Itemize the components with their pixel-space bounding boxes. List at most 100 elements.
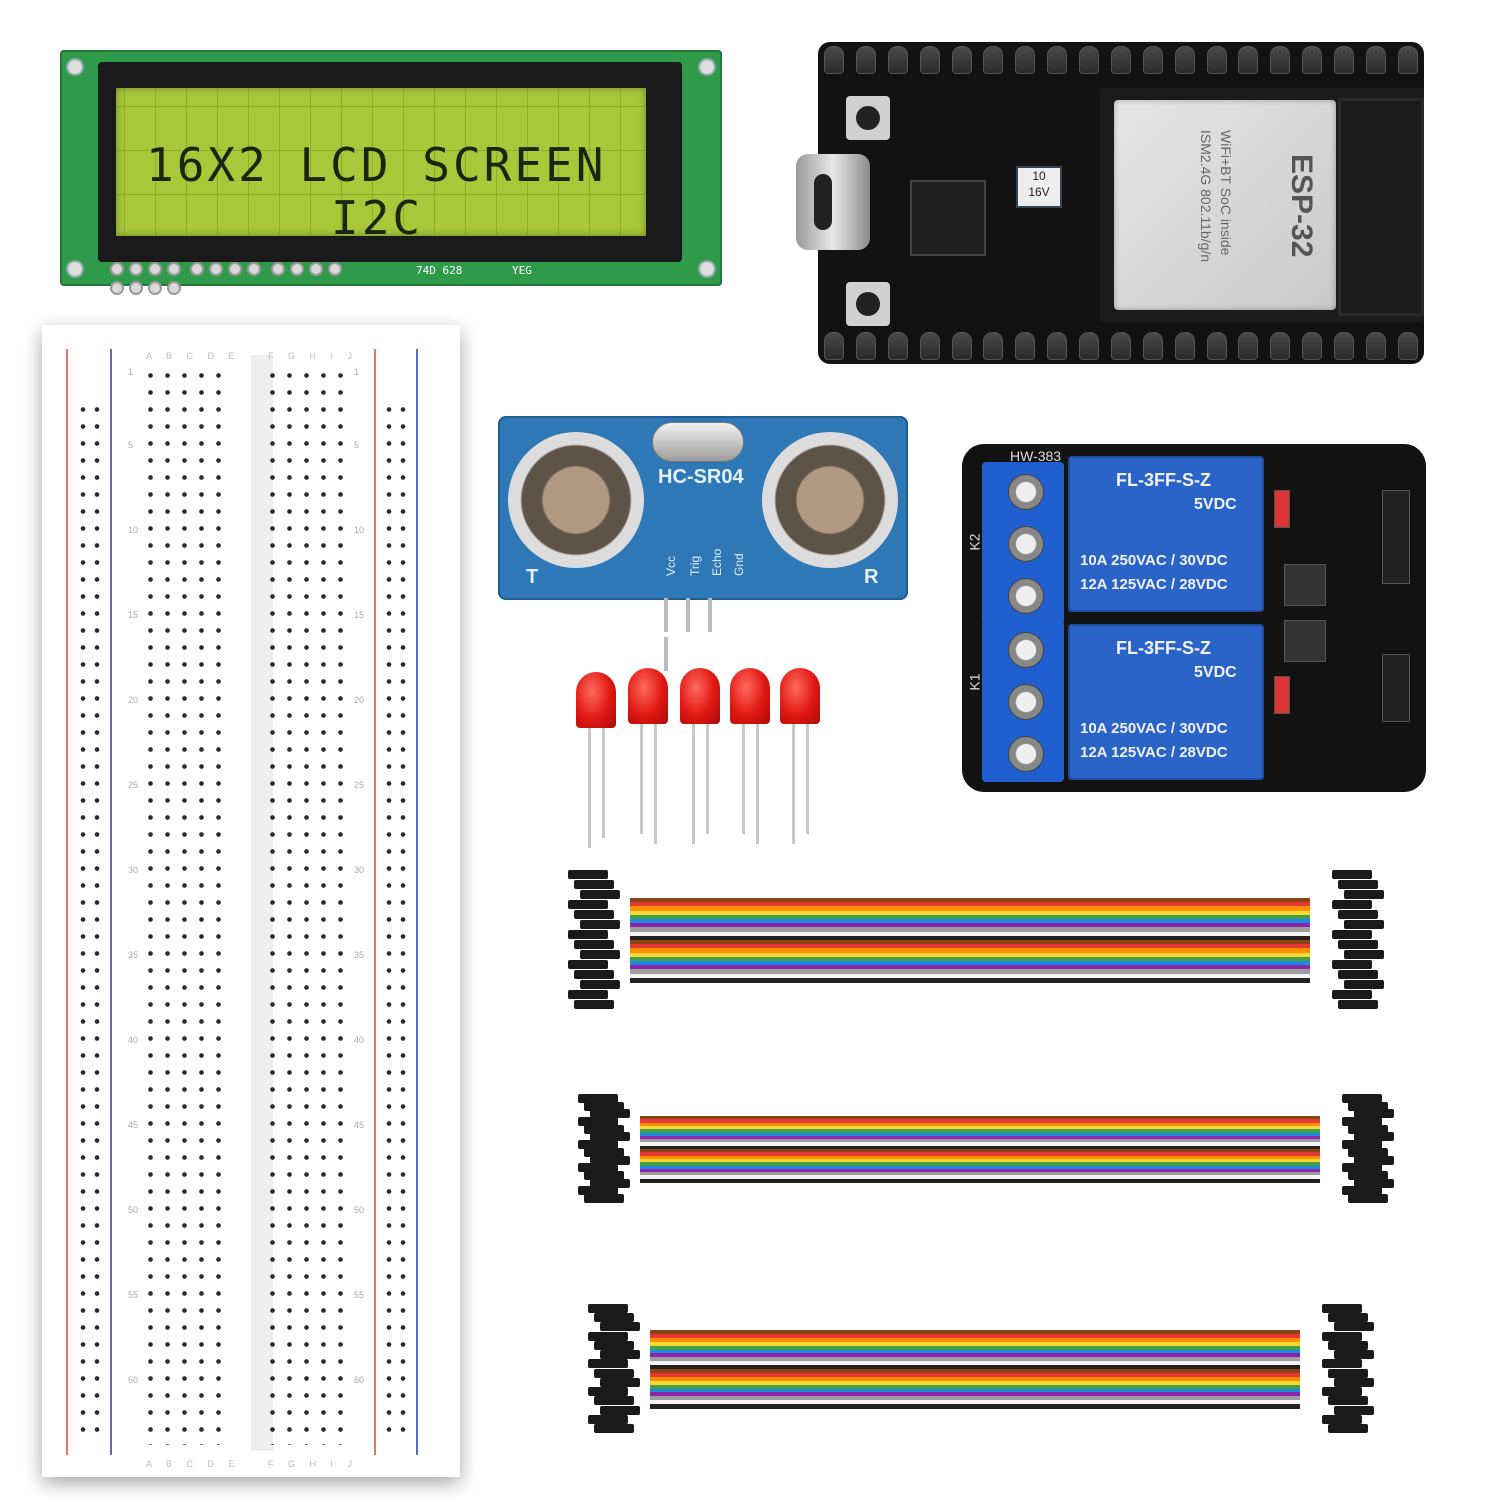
header-pin bbox=[951, 46, 972, 74]
jumper-connector bbox=[1322, 1359, 1362, 1369]
wire bbox=[640, 1116, 1320, 1120]
jumper-connector bbox=[574, 1000, 614, 1009]
wire bbox=[630, 961, 1310, 966]
header-pin bbox=[1079, 332, 1099, 360]
row-number: 1 bbox=[128, 367, 134, 377]
jumper-connector bbox=[1344, 890, 1384, 899]
jumper-connector bbox=[588, 1414, 628, 1424]
wire bbox=[630, 956, 1310, 962]
jumper-connector bbox=[1328, 1313, 1368, 1323]
wire bbox=[630, 902, 1310, 907]
wire bbox=[650, 1369, 1300, 1374]
receiver-transducer bbox=[762, 432, 898, 568]
row-number: 15 bbox=[354, 610, 365, 620]
column-header-left: A B C D E bbox=[146, 351, 241, 361]
jumper-connector bbox=[580, 950, 620, 959]
header-pin bbox=[824, 46, 844, 74]
jumper-connector bbox=[600, 1322, 640, 1332]
lcd-pin-header bbox=[110, 262, 370, 295]
row-number: 30 bbox=[128, 865, 139, 875]
jumper-connector bbox=[1354, 1155, 1394, 1165]
jumper-connector bbox=[584, 1170, 624, 1180]
crystal-oscillator bbox=[652, 422, 744, 462]
wire bbox=[640, 1135, 1320, 1140]
jumper-connector bbox=[1328, 1340, 1368, 1350]
jumper-connector bbox=[1354, 1109, 1394, 1119]
jumper-connector bbox=[1328, 1424, 1368, 1433]
row-number: 40 bbox=[128, 1035, 139, 1045]
wire bbox=[640, 1152, 1320, 1157]
jumper-connector bbox=[580, 920, 620, 929]
jumper-connector bbox=[1342, 1186, 1382, 1196]
pin-label-vcc: Vcc bbox=[664, 555, 678, 576]
pin-label-trig: Trig bbox=[688, 555, 702, 576]
wire bbox=[640, 1119, 1320, 1124]
header-pin bbox=[1174, 332, 1195, 360]
input-header bbox=[1382, 490, 1410, 584]
row-number: 10 bbox=[354, 525, 365, 535]
column-header-right: F G H I J bbox=[268, 351, 358, 361]
jumper-connector bbox=[594, 1340, 634, 1350]
jumper-connector bbox=[1342, 1094, 1382, 1103]
mounting-hole bbox=[698, 58, 716, 76]
wire bbox=[650, 1341, 1300, 1347]
relay-rating-1: 10A 250VAC / 30VDC bbox=[1080, 720, 1228, 737]
jumper-connector bbox=[568, 870, 608, 879]
jumper-connector bbox=[1344, 950, 1384, 959]
lcd-module: 16X2 LCD SCREEN I2C 74D 628 YEG bbox=[60, 50, 722, 295]
boot-button bbox=[846, 96, 890, 140]
row-number: 55 bbox=[354, 1290, 365, 1300]
header-pin bbox=[1047, 332, 1068, 360]
terminal-block-k2 bbox=[982, 462, 1064, 624]
header-pin bbox=[1206, 46, 1227, 74]
cap-value: 10 bbox=[1032, 169, 1046, 183]
row-number: 35 bbox=[354, 950, 365, 960]
header-pin bbox=[1047, 46, 1068, 74]
breadboard: A B C D E F G H I J A B C D E F G H I J … bbox=[42, 325, 460, 1477]
header-pin bbox=[1365, 332, 1386, 360]
row-number: 30 bbox=[354, 865, 365, 875]
relay-k2: FL-3FF-S-Z 5VDC 10A 250VAC / 30VDC 12A 1… bbox=[1068, 456, 1264, 612]
cap-voltage: 16V bbox=[1028, 185, 1050, 199]
header-pin bbox=[1302, 46, 1323, 74]
jumper-wire-bundle bbox=[568, 870, 1384, 1010]
usb-uart-chip bbox=[910, 180, 986, 256]
jumper-connector bbox=[580, 890, 620, 899]
jumper-connector bbox=[588, 1387, 628, 1397]
jumper-connector bbox=[1328, 1368, 1368, 1378]
lcd-board-mark-2: YEG bbox=[512, 264, 532, 277]
wire bbox=[630, 919, 1310, 924]
rail-line-blue bbox=[110, 349, 112, 1455]
wire bbox=[640, 1158, 1320, 1163]
header-pin bbox=[1110, 332, 1131, 360]
jumper-connector bbox=[588, 1359, 628, 1369]
header-pin bbox=[1110, 46, 1131, 74]
header-pin bbox=[1397, 46, 1418, 74]
red-led bbox=[780, 668, 820, 844]
jumper-connector bbox=[1348, 1101, 1388, 1111]
header-pin bbox=[1302, 332, 1323, 360]
esp32-wroom-module: ESP-32 WiFi+BT SoC inside ISM2.4G 802.11… bbox=[1100, 88, 1424, 322]
capacitor: 10 16V bbox=[1016, 166, 1062, 208]
wire bbox=[650, 1337, 1300, 1343]
wire bbox=[650, 1388, 1300, 1393]
pin-label-gnd: Gnd bbox=[732, 553, 746, 576]
jumper-connector bbox=[1334, 1405, 1374, 1415]
power-rail-left bbox=[76, 401, 104, 1441]
jumper-connector bbox=[578, 1117, 618, 1127]
optocoupler bbox=[1284, 620, 1326, 662]
header-pin bbox=[1206, 332, 1227, 360]
receiver-label: R bbox=[864, 566, 879, 588]
mounting-hole bbox=[66, 58, 84, 76]
jumper-wire-bundle bbox=[588, 1304, 1374, 1434]
header-pin bbox=[983, 46, 1004, 74]
jumper-connector bbox=[568, 990, 608, 999]
jumper-connector bbox=[1342, 1117, 1382, 1127]
wire bbox=[650, 1330, 1300, 1335]
header-pin bbox=[983, 332, 1004, 360]
jumper-connector bbox=[590, 1155, 630, 1165]
relay-rating-2: 12A 125VAC / 28VDC bbox=[1080, 576, 1228, 593]
diode bbox=[1274, 676, 1290, 714]
wire bbox=[650, 1357, 1300, 1362]
wire bbox=[650, 1404, 1300, 1409]
